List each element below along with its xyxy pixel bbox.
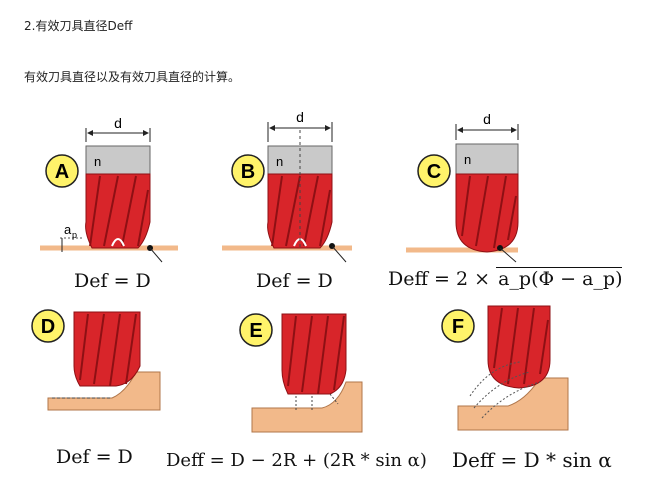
formula-a-rhs: = D <box>113 270 151 292</box>
formula-a-lhs: Def <box>74 270 108 292</box>
formula-e-rhs: = D − 2R + (2R * sin α) <box>209 450 427 471</box>
badge-letter-a: A <box>55 161 69 183</box>
badge-f <box>441 309 475 343</box>
badge-letter-b: B <box>241 161 255 183</box>
formula-c-rhs: = 2 × <box>434 268 491 290</box>
badge-letter-e: E <box>249 320 262 342</box>
badge-letter-f: F <box>452 316 464 338</box>
page-heading: 2.有效刀具直径Deff <box>24 19 133 33</box>
badge-b <box>231 154 265 188</box>
formula-e: Deff = D − 2R + (2R * sin α) <box>166 450 427 471</box>
badge-d <box>31 309 65 343</box>
formula-e-lhs: Deff <box>166 450 204 471</box>
formula-d-rhs: = D <box>95 446 133 468</box>
dim-label-a: d <box>114 115 122 131</box>
badge-a <box>45 154 79 188</box>
panel-c <box>406 124 519 263</box>
formula-f: Deff = D * sin α <box>452 448 612 472</box>
panel-d <box>31 309 161 411</box>
shank-mark-c: n <box>464 152 471 167</box>
formula-b: Def = D <box>256 270 333 292</box>
formula-f-lhs: Deff <box>452 448 495 472</box>
badge-c <box>417 154 451 188</box>
formula-b-rhs: = D <box>295 270 333 292</box>
formula-d-lhs: Def <box>56 446 90 468</box>
badge-e <box>239 313 273 347</box>
formula-c-sqrt: a_p(Φ − a_p) <box>496 267 623 290</box>
ap-label: a <box>64 222 72 237</box>
ap-subscript: p <box>72 230 77 240</box>
badge-letter-d: D <box>41 316 55 338</box>
panel-f <box>441 305 569 431</box>
shank-mark-a: n <box>94 154 101 169</box>
formula-b-lhs: Def <box>256 270 290 292</box>
panel-b <box>222 122 352 263</box>
formula-c-lhs: Deff <box>388 268 428 290</box>
formula-f-rhs: = D * sin α <box>500 448 612 472</box>
panel-e <box>239 313 363 433</box>
formula-d: Def = D <box>56 446 133 468</box>
dim-label-c: d <box>483 111 491 127</box>
page-description: 有效刀具直径以及有效刀具直径的计算。 <box>24 70 241 84</box>
formula-a: Def = D <box>74 270 151 292</box>
shank-mark-b: n <box>276 154 283 169</box>
dim-label-b: d <box>296 109 304 125</box>
badge-letter-c: C <box>427 161 441 183</box>
panel-a <box>40 128 178 263</box>
formula-c: Deff = 2 × a_p(Φ − a_p) <box>388 267 623 290</box>
